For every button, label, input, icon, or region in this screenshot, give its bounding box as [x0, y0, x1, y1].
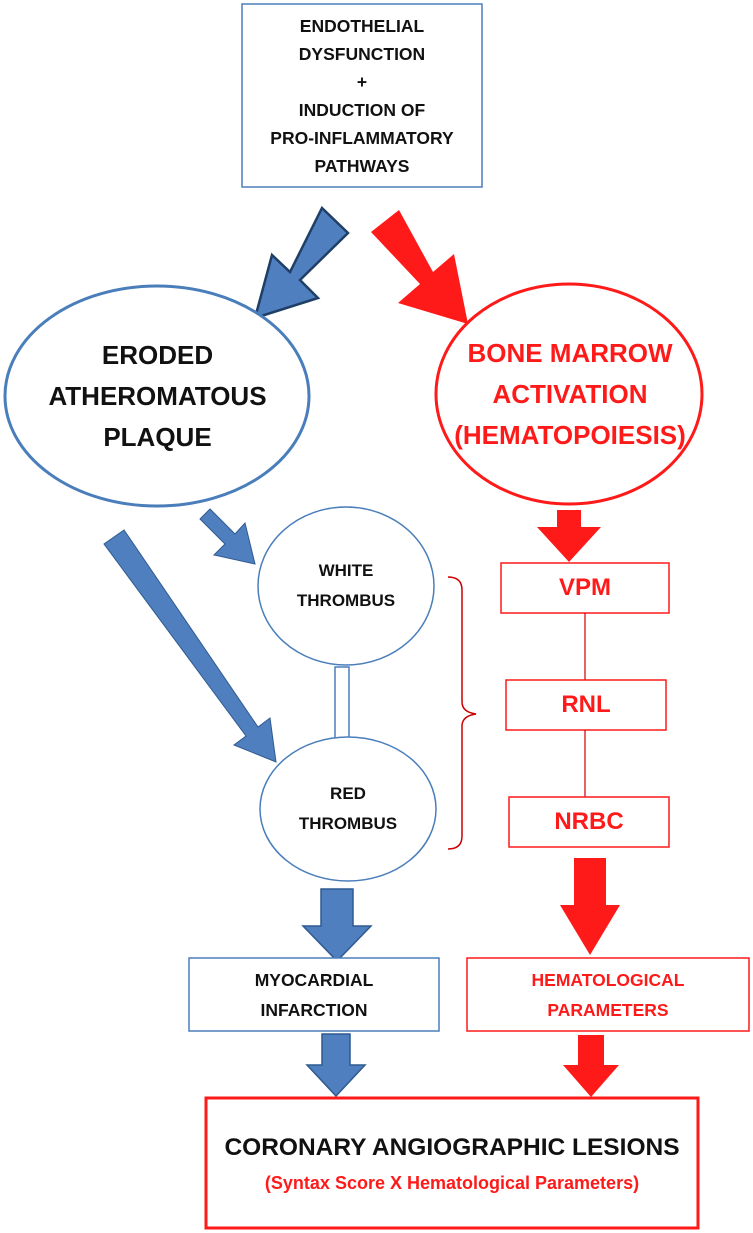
myocardial-infarction-label: MYOCARDIAL INFARCTION: [189, 958, 439, 1031]
eroded-plaque-line-2: ATHEROMATOUS: [48, 380, 267, 411]
top-box-line-2: DYSFUNCTION: [298, 43, 426, 64]
hematological-parameters-line-2: PARAMETERS: [547, 999, 669, 1020]
vpm-box: [500, 562, 670, 614]
red-arrow-to-vpm: [537, 510, 601, 562]
red-thrombus-ellipse: [259, 736, 437, 882]
top-box: [241, 3, 483, 188]
red-thrombus-line-2: THROMBUS: [298, 814, 398, 833]
eroded-plaque-ellipse: [3, 284, 311, 508]
myocardial-infarction-line-1: MYOCARDIAL: [254, 969, 374, 990]
nrbc-label: NRBC: [554, 808, 624, 835]
blue-arrow-to-mi: [301, 888, 373, 963]
bone-marrow-line-2: ACTIVATION: [492, 378, 648, 409]
red-thrombus-line-1: RED: [330, 784, 366, 803]
hematological-parameters-box: [466, 957, 750, 1032]
red-arrow-to-coronary: [563, 1035, 619, 1097]
bone-marrow-label: BONE MARROW ACTIVATION (HEMATOPOIESIS): [442, 324, 698, 464]
red-thrombus-label: RED THROMBUS: [278, 779, 418, 839]
bone-marrow-line-3: (HEMATOPOIESIS): [454, 419, 686, 450]
top-box-line-4: INDUCTION OF: [298, 99, 426, 120]
coronary-box: [204, 1096, 700, 1230]
bone-marrow-ellipse: [434, 282, 704, 506]
top-box-line-5: PRO-INFLAMMATORY: [270, 127, 454, 148]
white-thrombus-ellipse: [257, 506, 435, 666]
blue-arrow-to-plaque: [253, 205, 350, 320]
vpm-label: VPM: [558, 574, 611, 601]
myocardial-infarction-box: [188, 957, 440, 1032]
white-thrombus-line-2: THROMBUS: [296, 591, 396, 610]
top-box-line-1: ENDOTHELIAL: [299, 15, 425, 36]
coronary-subtitle: (Syntax Score X Hematological Parameters…: [264, 1172, 640, 1193]
blue-arrow-to-red-thrombus: [103, 529, 277, 763]
hematological-parameters-line-1: HEMATOLOGICAL: [531, 969, 685, 990]
red-arrow-to-hematological: [560, 858, 620, 955]
eroded-plaque-label: ERODED ATHEROMATOUS PLAQUE: [25, 326, 290, 466]
eroded-plaque-line-3: PLAQUE: [103, 421, 212, 452]
white-thrombus-line-1: WHITE: [318, 561, 374, 580]
rnl-label: RNL: [561, 691, 611, 718]
top-box-line-3: +: [356, 71, 368, 92]
myocardial-infarction-line-2: INFARCTION: [260, 999, 368, 1020]
top-box-text: ENDOTHELIAL DYSFUNCTION + INDUCTION OF P…: [242, 4, 482, 187]
coronary-title: CORONARY ANGIOGRAPHIC LESIONS: [224, 1134, 680, 1161]
bone-marrow-line-1: BONE MARROW: [467, 337, 673, 368]
blue-arrow-to-coronary: [305, 1033, 367, 1098]
eroded-plaque-line-1: ERODED: [101, 339, 214, 370]
hematological-parameters-label: HEMATOLOGICAL PARAMETERS: [467, 958, 749, 1031]
red-arrow-to-bone-marrow: [371, 210, 468, 324]
top-box-line-6: PATHWAYS: [314, 155, 410, 176]
rnl-box: [505, 679, 667, 731]
nrbc-box: [508, 796, 670, 848]
white-thrombus-label: WHITE THROMBUS: [276, 556, 416, 616]
bracket: [447, 576, 477, 850]
thrombus-connector: [334, 666, 350, 742]
blue-arrow-to-white-thrombus: [199, 508, 256, 565]
